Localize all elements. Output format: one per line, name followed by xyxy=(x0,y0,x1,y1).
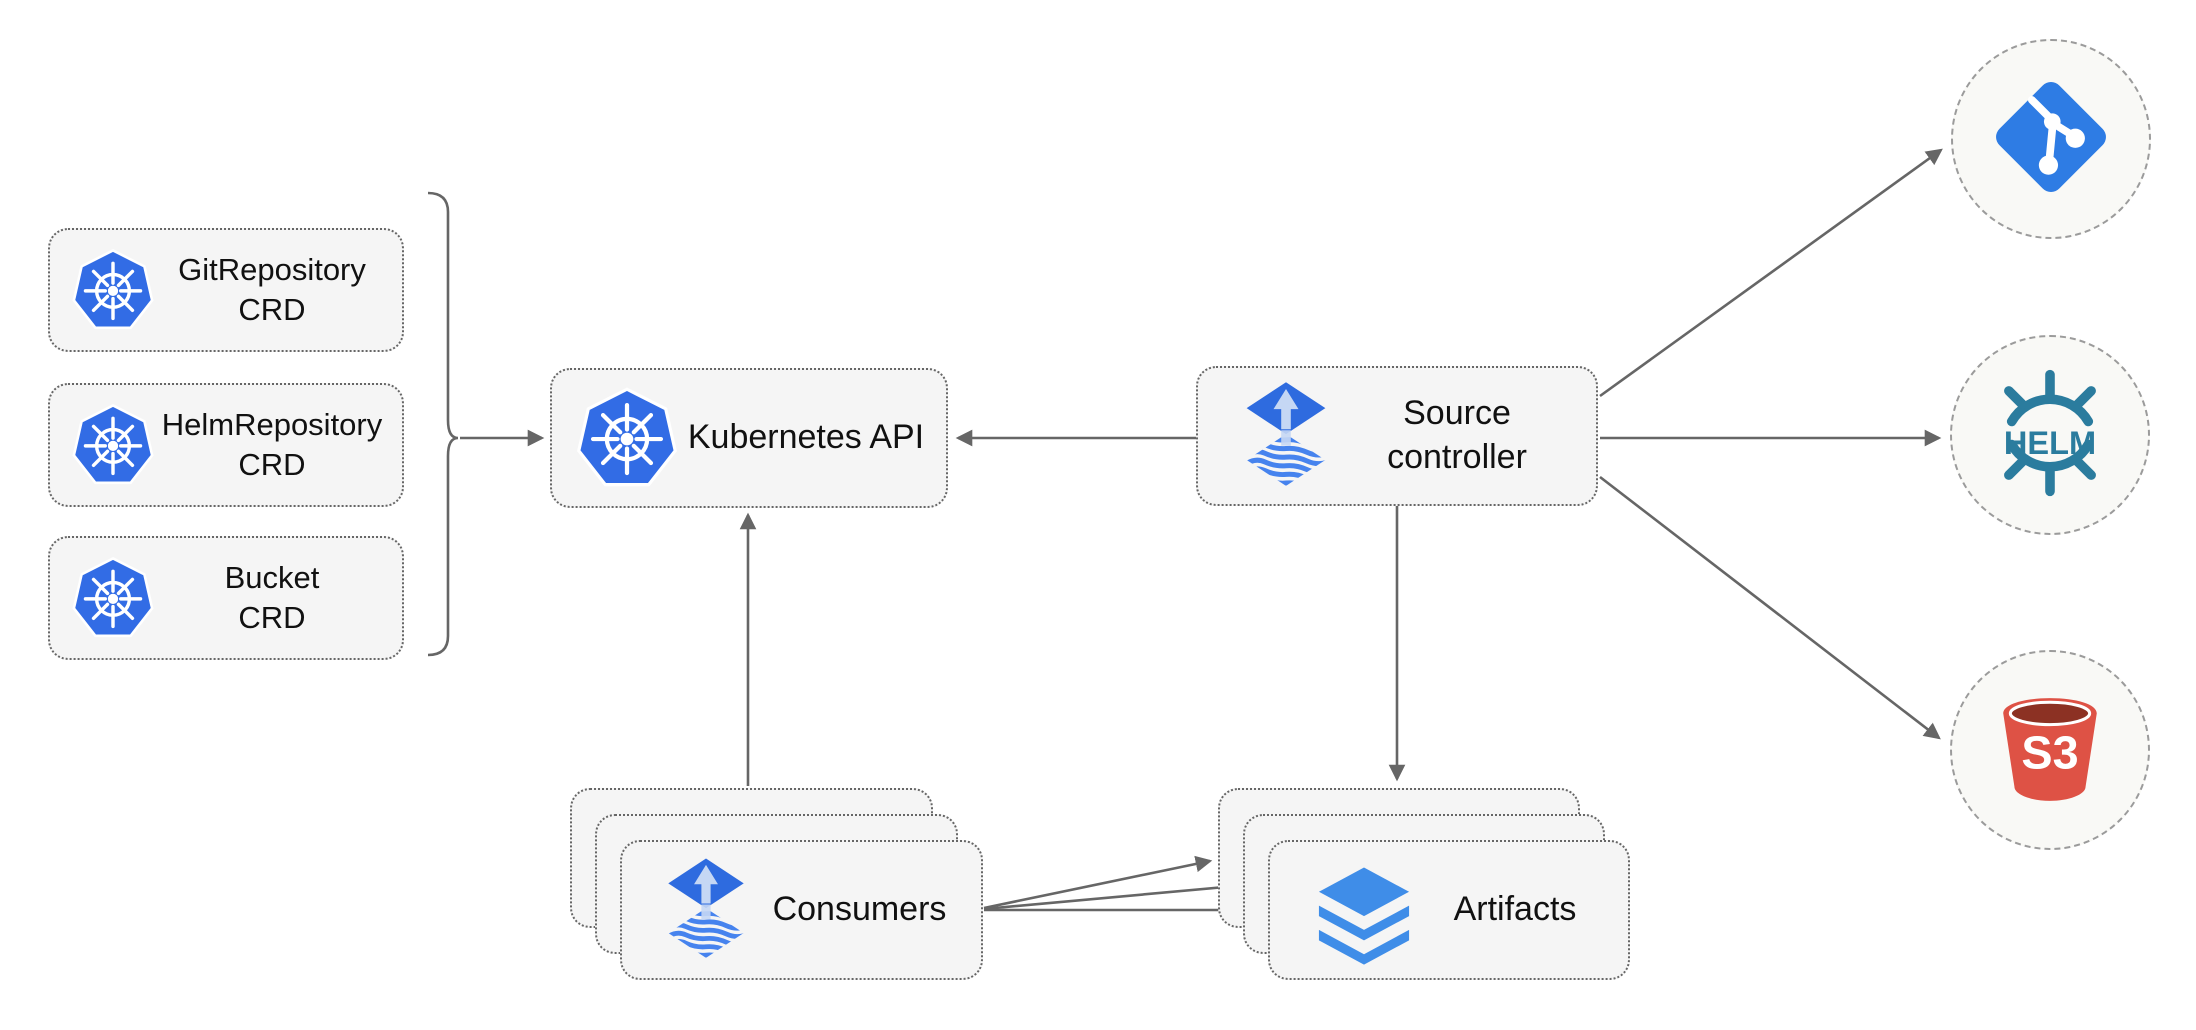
source-controller-node[interactable]: Source controller xyxy=(1196,366,1598,506)
consumers-node[interactable]: Consumers xyxy=(620,840,983,980)
node-label: GitRepository CRD xyxy=(178,252,366,327)
helmrepository-crd-node[interactable]: HelmRepository CRD xyxy=(48,383,404,507)
kubernetes-api-node[interactable]: Kubernetes API xyxy=(550,368,948,508)
edge-source-controller-to-s3 xyxy=(1599,475,1941,740)
s3-source-node[interactable]: S3 xyxy=(1950,650,2150,850)
helm-source-node[interactable]: HELM xyxy=(1950,335,2150,535)
node-label: Consumers xyxy=(772,890,947,929)
kubernetes-icon xyxy=(70,402,156,488)
edge-consumers-to-artifacts-back xyxy=(983,855,1213,910)
s3-icon: S3 xyxy=(1989,689,2111,812)
crd-group-brace xyxy=(427,191,459,657)
bucket-crd-node[interactable]: Bucket CRD xyxy=(48,536,404,660)
s3-logo-text: S3 xyxy=(2021,726,2078,778)
helm-logo-text: HELM xyxy=(2004,425,2096,461)
edge-consumers-to-artifacts-middle xyxy=(983,879,1239,911)
helm-icon: HELM xyxy=(1983,366,2117,505)
node-label: HelmRepository CRD xyxy=(161,407,383,482)
kubernetes-icon xyxy=(70,247,156,333)
edge-source-controller-to-git xyxy=(1599,148,1943,398)
node-label: Bucket CRD xyxy=(224,560,320,635)
artifacts-node[interactable]: Artifacts xyxy=(1268,840,1630,980)
git-icon xyxy=(1987,73,2115,206)
kubernetes-icon xyxy=(70,555,156,641)
node-label: Source controller xyxy=(1387,394,1527,476)
flux-icon xyxy=(660,854,752,966)
node-label: Artifacts xyxy=(1453,890,1577,929)
kubernetes-icon xyxy=(574,385,680,491)
gitrepository-crd-node[interactable]: GitRepository CRD xyxy=(48,228,404,352)
flux-icon xyxy=(1238,377,1334,495)
node-label: Kubernetes API xyxy=(687,418,925,457)
layers-icon xyxy=(1312,855,1416,965)
git-source-node[interactable] xyxy=(1951,39,2151,239)
